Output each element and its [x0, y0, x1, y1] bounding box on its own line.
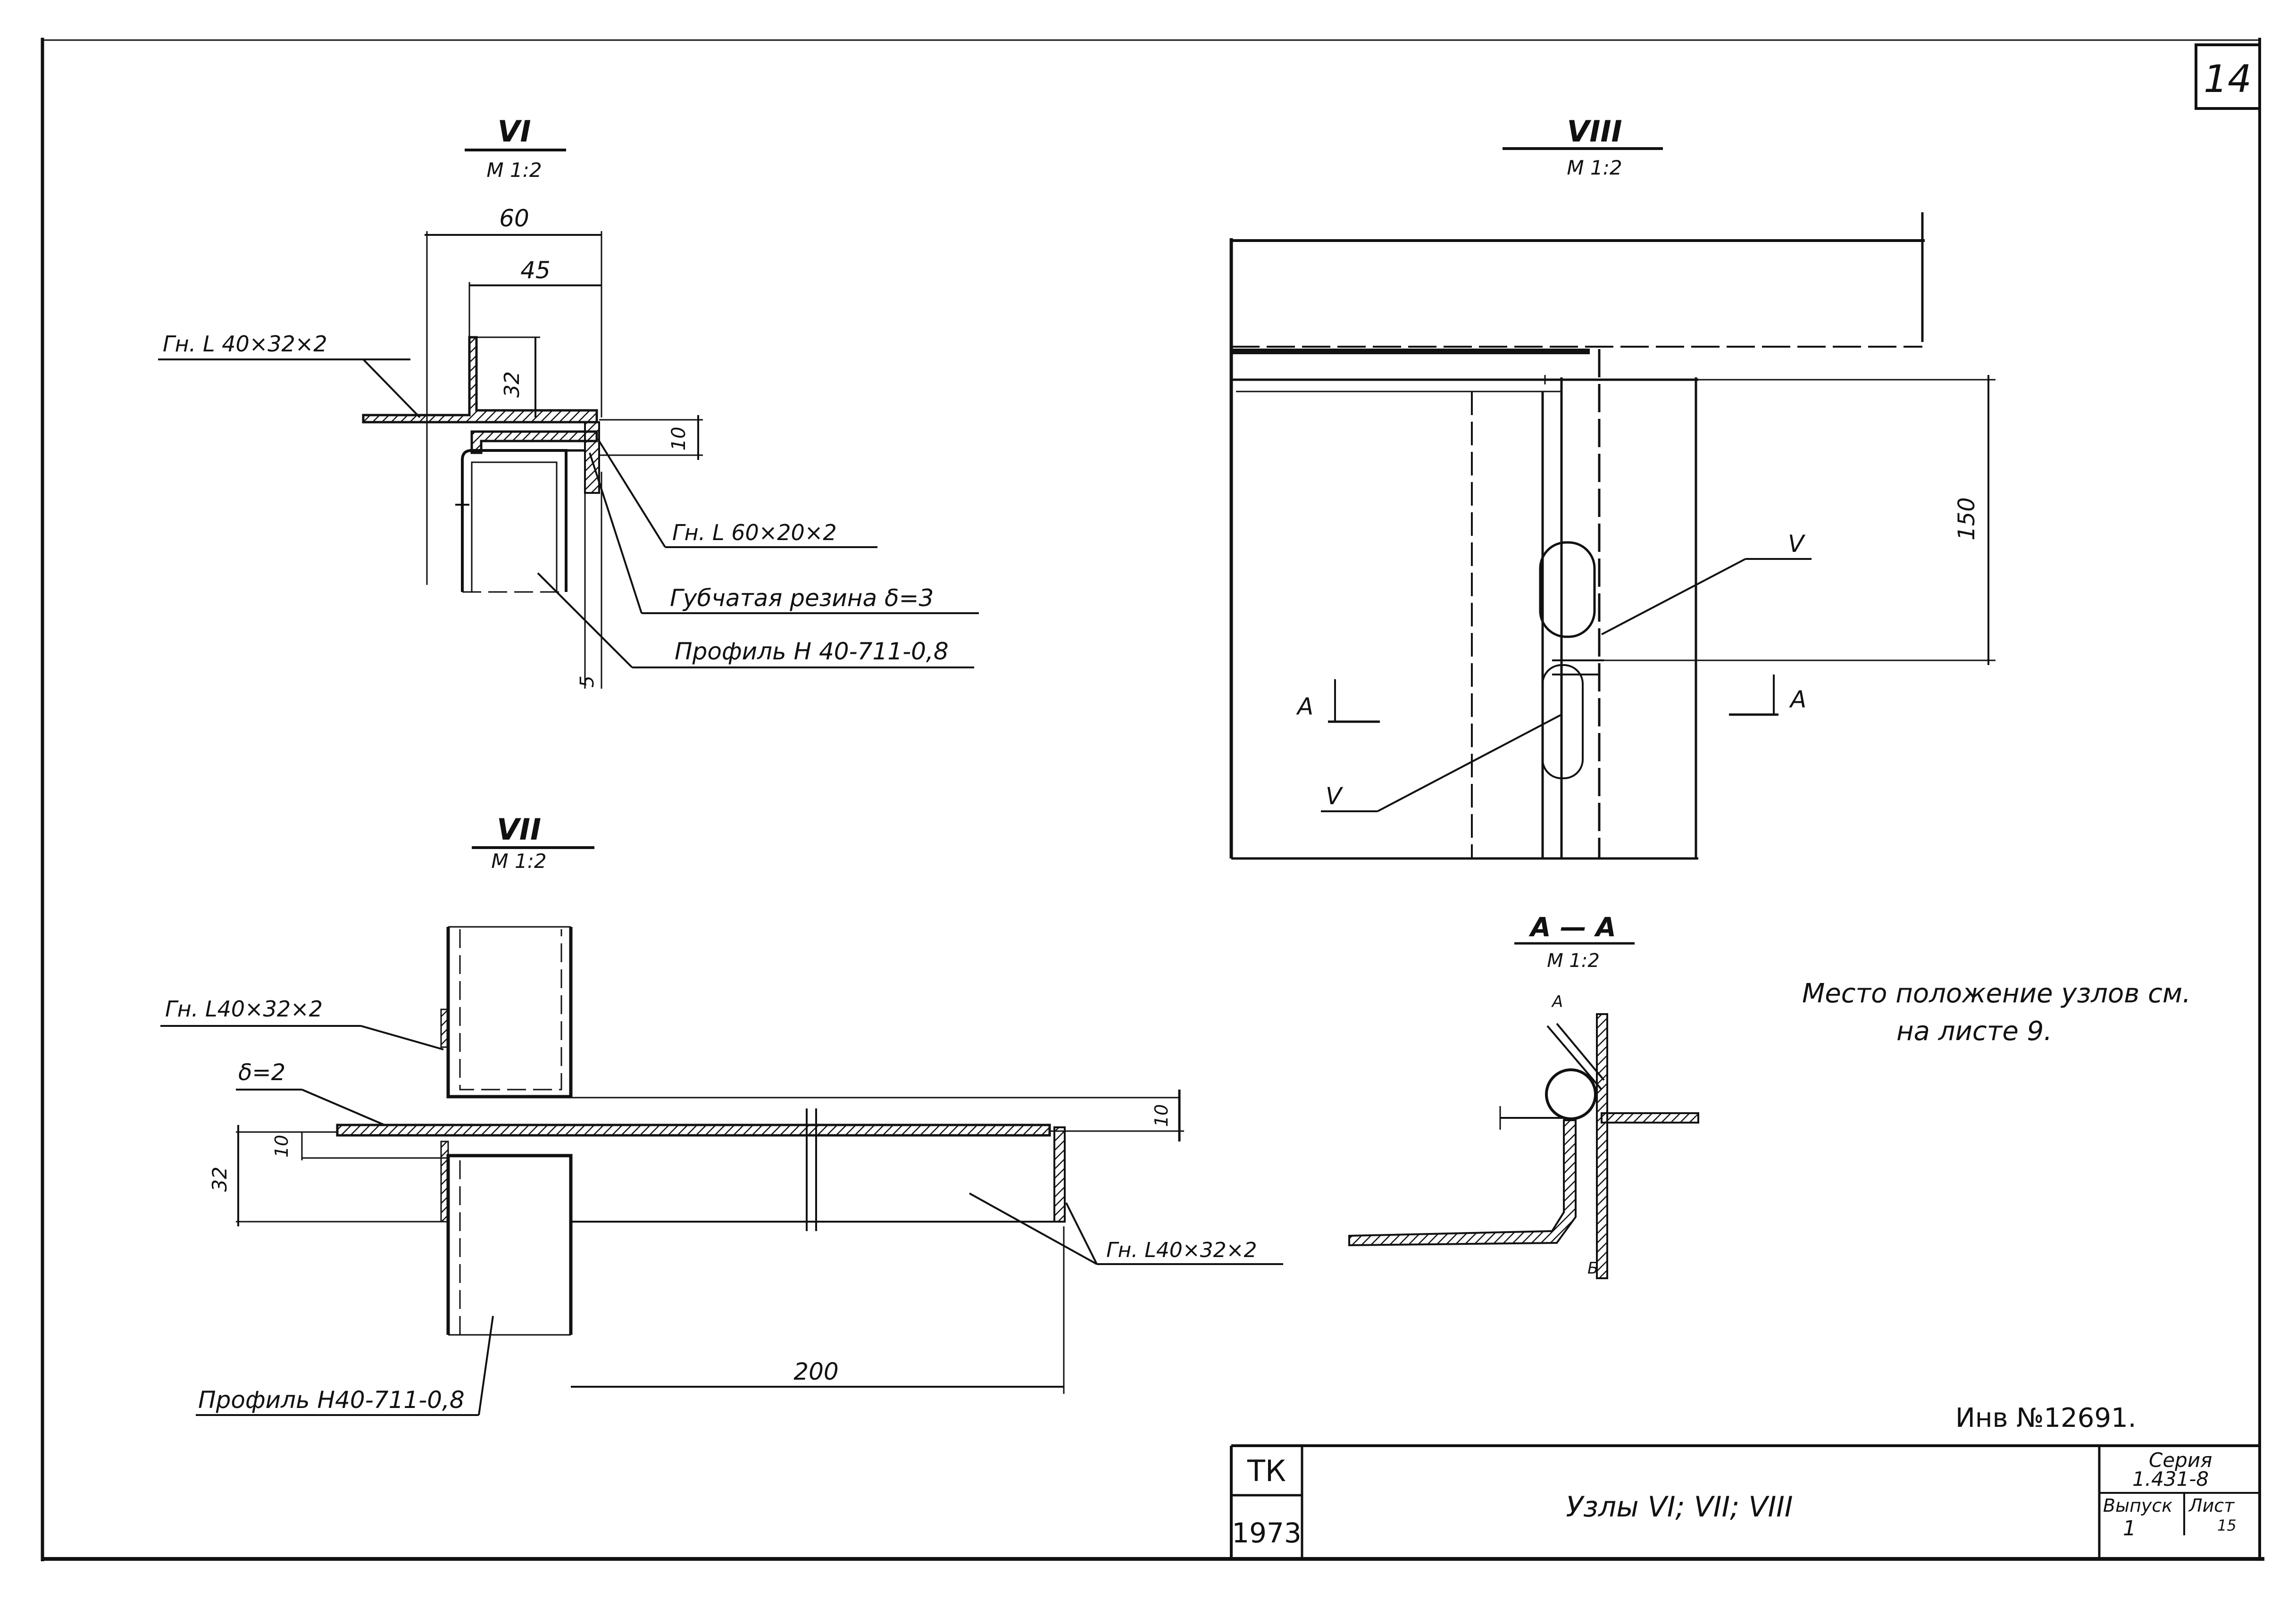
dim-45: 45	[520, 257, 551, 284]
note-line-2: на листе 9.	[1896, 1016, 2052, 1047]
title-block: ТК 1973 Узлы VI; VII; VIII Серия 1.431-8…	[1230, 1444, 2260, 1559]
dim-150: 150	[1954, 497, 1980, 541]
upper-profile	[446, 927, 573, 1099]
node-6: VI М 1:2 60 45 32 10 5	[158, 114, 979, 689]
label-rubber: Губчатая резина δ=3	[670, 584, 934, 612]
node-7-title: VII	[497, 812, 541, 847]
dim-10-right: 10	[1151, 1104, 1172, 1127]
profile-box	[461, 449, 568, 592]
dim-10: 10	[668, 427, 690, 451]
sheet-number-box	[2195, 43, 2261, 110]
node-8-title: VIII	[1567, 114, 1622, 149]
sheet-value: 15	[2217, 1516, 2237, 1534]
section-mark-bottom: Б	[1587, 1259, 1598, 1278]
node-8-scale: М 1:2	[1567, 156, 1622, 179]
dim-10-left: 10	[271, 1135, 292, 1158]
label-angle-40x32: Гн. L 40×32×2	[163, 331, 327, 357]
series-label: Серия	[2149, 1449, 2212, 1472]
label-v-lower: V	[1326, 783, 1344, 810]
rubber-tube	[1545, 1068, 1597, 1120]
dim-32-left: 32	[208, 1166, 231, 1191]
issue-value: 1	[2123, 1516, 2136, 1541]
label-delta-2: δ=2	[238, 1059, 285, 1086]
node-6-scale: М 1:2	[486, 158, 542, 182]
node-7-scale: М 1:2	[491, 849, 546, 873]
dim-5: 5	[576, 675, 598, 687]
label-angle-60x20: Гн. L 60×20×2	[672, 520, 837, 545]
stamp-org: ТК	[1247, 1454, 1286, 1488]
section-mark-top: А	[1551, 992, 1563, 1011]
dim-60: 60	[499, 205, 529, 232]
section-aa-title: А — А	[1528, 912, 1616, 943]
issue-label: Выпуск	[2103, 1495, 2172, 1516]
cut-mark-right: А	[1789, 686, 1806, 713]
sheet-frame: 14	[41, 38, 2264, 1561]
angle-section	[1348, 1119, 1577, 1247]
label-profile: Профиль Н 40-711-0,8	[675, 638, 949, 665]
label-profile-7: Профиль Н40-711-0,8	[198, 1386, 465, 1414]
sheet-label: Лист	[2188, 1495, 2235, 1516]
label-angle-top: Гн. L40×32×2	[165, 996, 323, 1022]
section-aa-scale: М 1:2	[1547, 950, 1600, 972]
node-6-title: VI	[497, 114, 531, 149]
plate-delta-2	[336, 1124, 1051, 1137]
vertical-sheet	[1596, 1013, 1608, 1279]
label-angle-right: Гн. L40×32×2	[1106, 1238, 1257, 1262]
stamp-year: 1973	[1232, 1517, 1302, 1549]
inventory-number: Инв №12691.	[1955, 1403, 2137, 1433]
angle-40x32-right	[1053, 1126, 1066, 1223]
node-7: VII М 1:2 10 10 32 200	[160, 812, 1283, 1416]
label-v-upper: V	[1788, 530, 1806, 558]
sheet-number: 14	[2204, 57, 2252, 101]
cut-mark-left: А	[1296, 693, 1313, 720]
node-8: VIII М 1:2 150 V V	[1229, 114, 1995, 860]
lower-profile	[446, 1154, 573, 1335]
angle-40x32-section	[362, 336, 598, 424]
section-aa: А — А М 1:2 А Б	[1348, 912, 1699, 1279]
weld-bead-upper	[1539, 541, 1596, 638]
note-line-1: Место положение узлов см.	[1802, 978, 2191, 1009]
dim-32: 32	[500, 371, 524, 398]
notes: Место положение узлов см. на листе 9. Ин…	[1802, 978, 2191, 1433]
stamp-title: Узлы VI; VII; VIII	[1566, 1491, 1793, 1524]
series-value: 1.431-8	[2132, 1467, 2209, 1491]
dim-200: 200	[793, 1358, 838, 1385]
weld-bead-lower	[1542, 664, 1584, 779]
